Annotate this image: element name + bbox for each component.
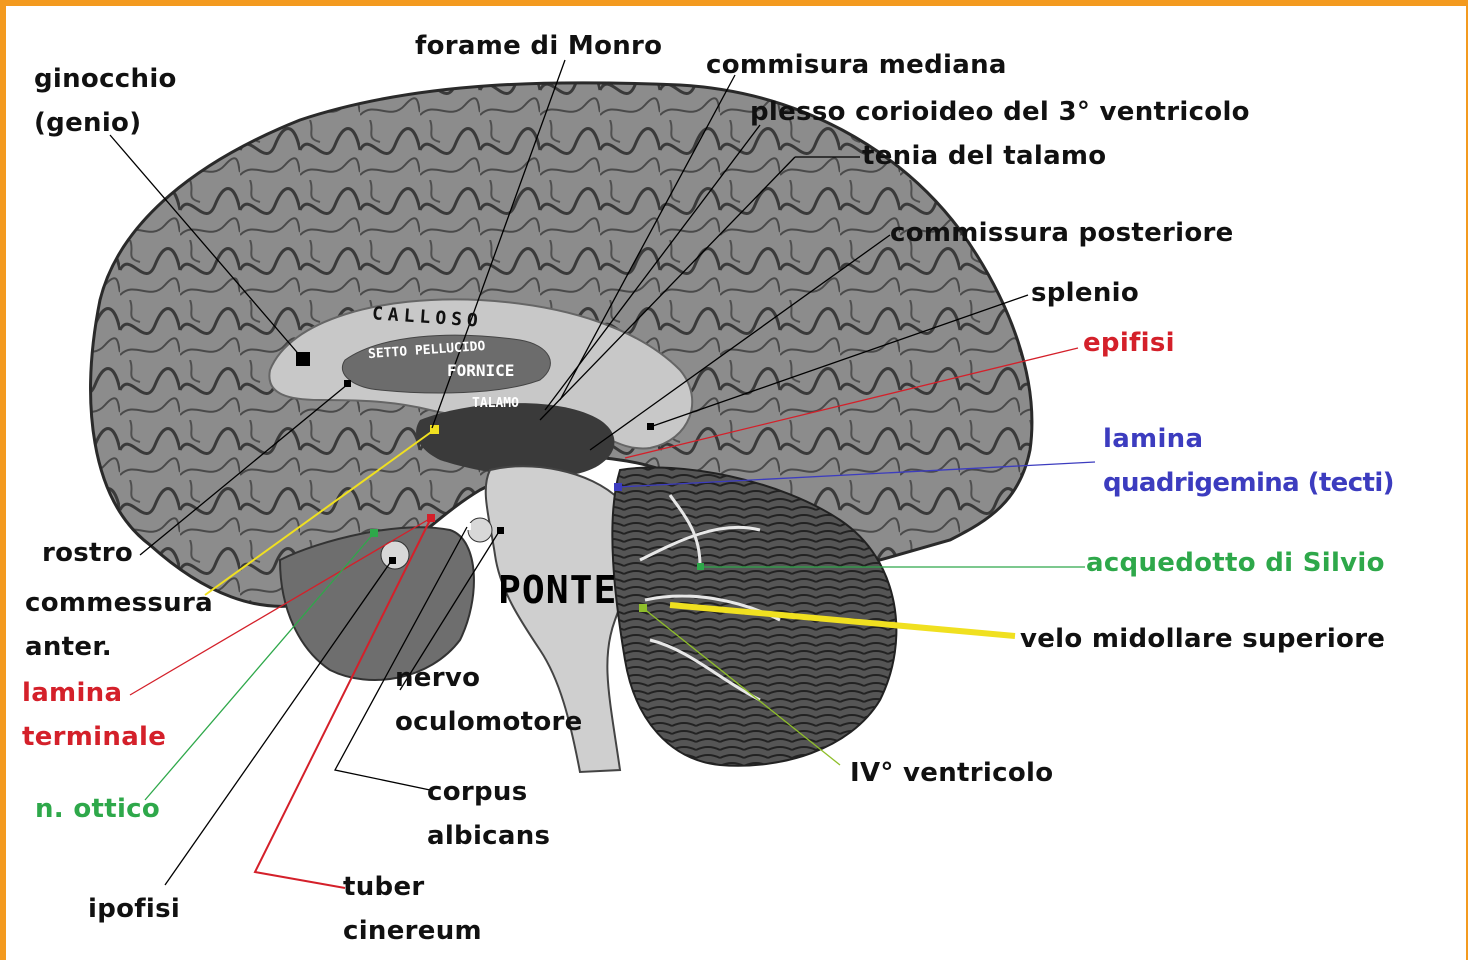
label-talamo: TALAMO: [472, 396, 519, 411]
label-plesso-corioideo: plesso corioideo del 3° ventricolo: [750, 90, 1250, 134]
label-acquedotto-silvio: acquedotto di Silvio: [1086, 541, 1385, 585]
marker-corpus: [464, 523, 471, 530]
label-ponte: PONTE: [498, 568, 617, 612]
label-commissura-posteriore: commissura posteriore: [890, 211, 1234, 255]
label-lamina-quadrigemina-2: quadrigemina (tecti): [1103, 461, 1394, 505]
label-rostro: rostro: [42, 531, 133, 575]
label-genio: (genio): [34, 101, 141, 145]
label-fornice: FORNICE: [447, 361, 514, 380]
label-ginocchio: ginocchio: [34, 57, 177, 101]
label-lamina-quadrigemina-1: lamina: [1103, 417, 1203, 461]
label-forame-monro: forame di Monro: [415, 24, 662, 68]
label-n-ottico: n. ottico: [35, 787, 160, 831]
label-anter: anter.: [25, 625, 112, 669]
label-corpus: corpus: [427, 770, 528, 814]
label-splenio: splenio: [1031, 271, 1139, 315]
mammillary-shape: [468, 518, 492, 542]
label-cinereum: cinereum: [343, 909, 482, 953]
label-lamina-terminale-1: lamina: [22, 671, 122, 715]
label-iv-ventricolo: IV° ventricolo: [850, 751, 1053, 795]
label-commessura: commessura: [25, 581, 213, 625]
label-lamina-terminale-2: terminale: [22, 715, 166, 759]
label-oculomotore: oculomotore: [395, 700, 583, 744]
label-albicans: albicans: [427, 814, 550, 858]
label-nervo: nervo: [395, 656, 480, 700]
label-tuber: tuber: [343, 865, 425, 909]
label-tenia-talamo: tenia del talamo: [862, 134, 1106, 178]
label-commisura-mediana: commisura mediana: [706, 43, 1007, 87]
label-epifisi: epifisi: [1083, 321, 1175, 365]
label-ipofisi: ipofisi: [88, 887, 180, 931]
label-velo-midollare: velo midollare superiore: [1020, 617, 1385, 661]
